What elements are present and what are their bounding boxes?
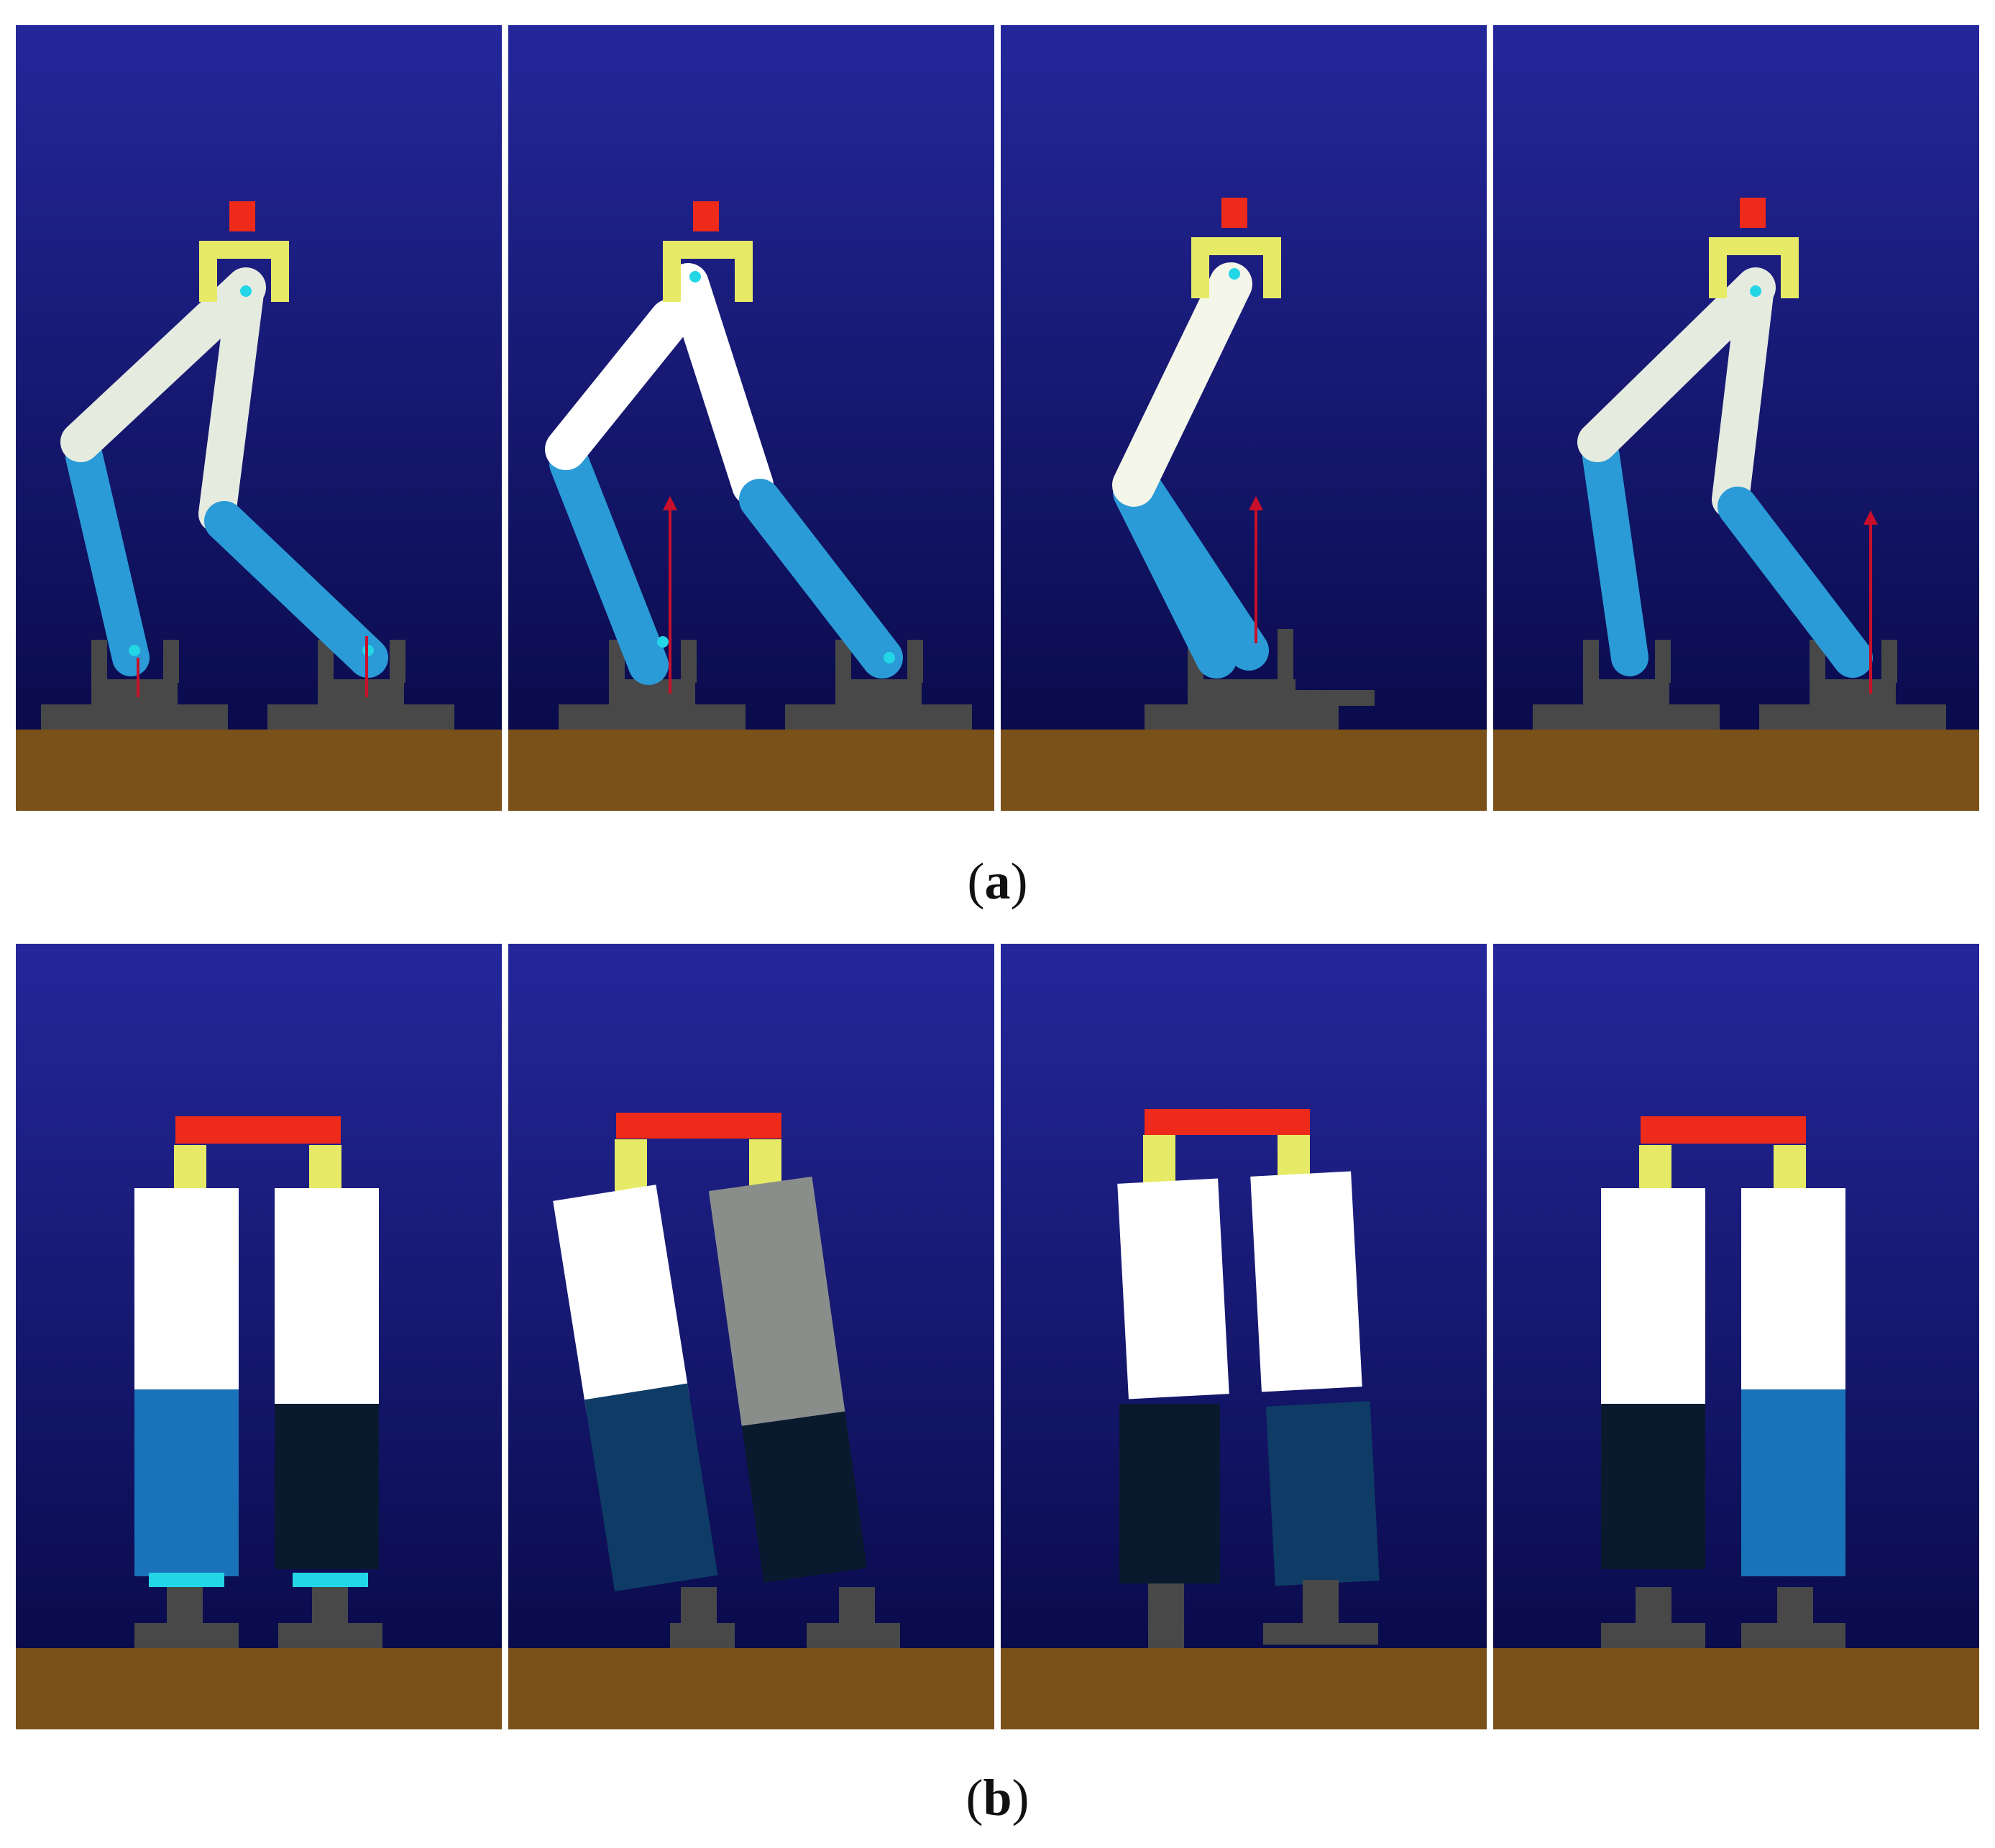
foot-base-left [41, 640, 228, 730]
ground [16, 1648, 502, 1729]
caption-b: (b) [0, 1772, 1995, 1824]
frame-a-1 [16, 25, 502, 811]
shank-right [275, 1404, 379, 1569]
force-arrow-head [1863, 510, 1878, 525]
sky [1493, 944, 1979, 1648]
thigh-right [198, 269, 265, 533]
ground [1001, 1648, 1487, 1729]
pelvis-bar [1145, 1109, 1310, 1135]
foot-base-right [267, 640, 454, 730]
ankle-joint-left [129, 645, 140, 656]
foot-bases [1148, 1580, 1378, 1648]
shank-left [1582, 438, 1648, 676]
frame-a-2-scene [508, 25, 994, 811]
thigh-left [134, 1188, 239, 1404]
force-arrow-left-head [663, 496, 677, 510]
ground [16, 730, 502, 811]
frame-b-4-scene [1493, 944, 1979, 1729]
foot-base-left [1533, 640, 1720, 730]
shank-left [65, 438, 150, 676]
caption-a-open: ( [967, 852, 985, 910]
thigh-left [1601, 1188, 1705, 1404]
sky [16, 944, 502, 1648]
hip-bracket [1709, 198, 1799, 298]
pelvis-bar [616, 1113, 781, 1139]
pelvis-bar [175, 1116, 341, 1144]
ankle-joint-right [884, 652, 895, 663]
foot-bases [670, 1587, 900, 1648]
caption-b-open: ( [966, 1769, 983, 1826]
shank-left [134, 1389, 239, 1576]
shank-right [1124, 472, 1269, 671]
sky [16, 25, 502, 730]
ankle-joint-left [657, 636, 669, 648]
shank-right [1265, 1401, 1380, 1586]
shank-right [1717, 487, 1873, 678]
thigh-left [553, 1185, 690, 1415]
hip-joint [1750, 285, 1761, 297]
frame-b-1 [16, 944, 502, 1729]
caption-a-letter: a [984, 852, 1011, 910]
shank-left [1119, 1404, 1220, 1583]
frame-b-3-scene [1001, 944, 1487, 1729]
thigh-left [1117, 1178, 1229, 1399]
frame-a-3 [1001, 25, 1487, 811]
frame-a-1-scene [16, 25, 502, 811]
thigh-left [1577, 267, 1776, 462]
shank-right [204, 501, 388, 678]
row-a-side-view [16, 25, 1979, 811]
foot-base-right [1759, 640, 1946, 730]
ground [1493, 1648, 1979, 1729]
frame-b-4 [1493, 944, 1979, 1729]
thigh-right [1250, 1171, 1362, 1392]
frame-a-4-scene [1493, 25, 1979, 811]
shank-right [1741, 1389, 1845, 1576]
frame-b-1-scene [16, 944, 502, 1729]
force-arrow-head [1249, 496, 1263, 510]
frame-a-2 [508, 25, 994, 811]
frame-a-3-scene [1001, 25, 1487, 811]
hip-joint [240, 285, 252, 297]
caption-b-letter: b [983, 1769, 1012, 1826]
ground [1493, 730, 1979, 811]
hip-joint [689, 271, 701, 282]
shank-left [1601, 1404, 1705, 1569]
shank-left [549, 443, 669, 685]
hip-bracket [1191, 198, 1281, 298]
thigh-right [667, 263, 774, 506]
pelvis-bar [1641, 1116, 1806, 1144]
caption-a: (a) [0, 855, 1995, 907]
foot-bases [134, 1587, 382, 1648]
caption-a-close: ) [1010, 852, 1028, 910]
ground [508, 730, 994, 811]
foot-bases [1601, 1587, 1845, 1648]
ground [508, 1648, 994, 1729]
ankle-joint-left [149, 1573, 224, 1587]
frame-b-2 [508, 944, 994, 1729]
sky [1001, 944, 1487, 1648]
thigh-right [708, 1176, 845, 1426]
hip-bracket [663, 201, 753, 302]
thigh-left [60, 267, 266, 462]
frame-a-4 [1493, 25, 1979, 811]
shank-left [584, 1383, 718, 1592]
row-b-front-view [16, 944, 1979, 1729]
ankle-joint-right [293, 1573, 368, 1587]
sky [508, 25, 994, 730]
thigh-right [275, 1188, 379, 1404]
thigh-right [1712, 269, 1774, 518]
thigh-right [1741, 1188, 1845, 1404]
thigh-left [545, 299, 691, 470]
thigh [1112, 262, 1252, 507]
hip-bracket [199, 201, 289, 302]
shank-right [739, 479, 903, 679]
caption-b-close: ) [1012, 1769, 1029, 1826]
foot-base-left [559, 640, 746, 730]
frame-b-3 [1001, 944, 1487, 1729]
frame-b-2-scene [508, 944, 994, 1729]
foot-base-right [785, 640, 972, 730]
ground [1001, 730, 1487, 811]
shank-right [741, 1411, 867, 1583]
hip-joint [1229, 268, 1240, 280]
